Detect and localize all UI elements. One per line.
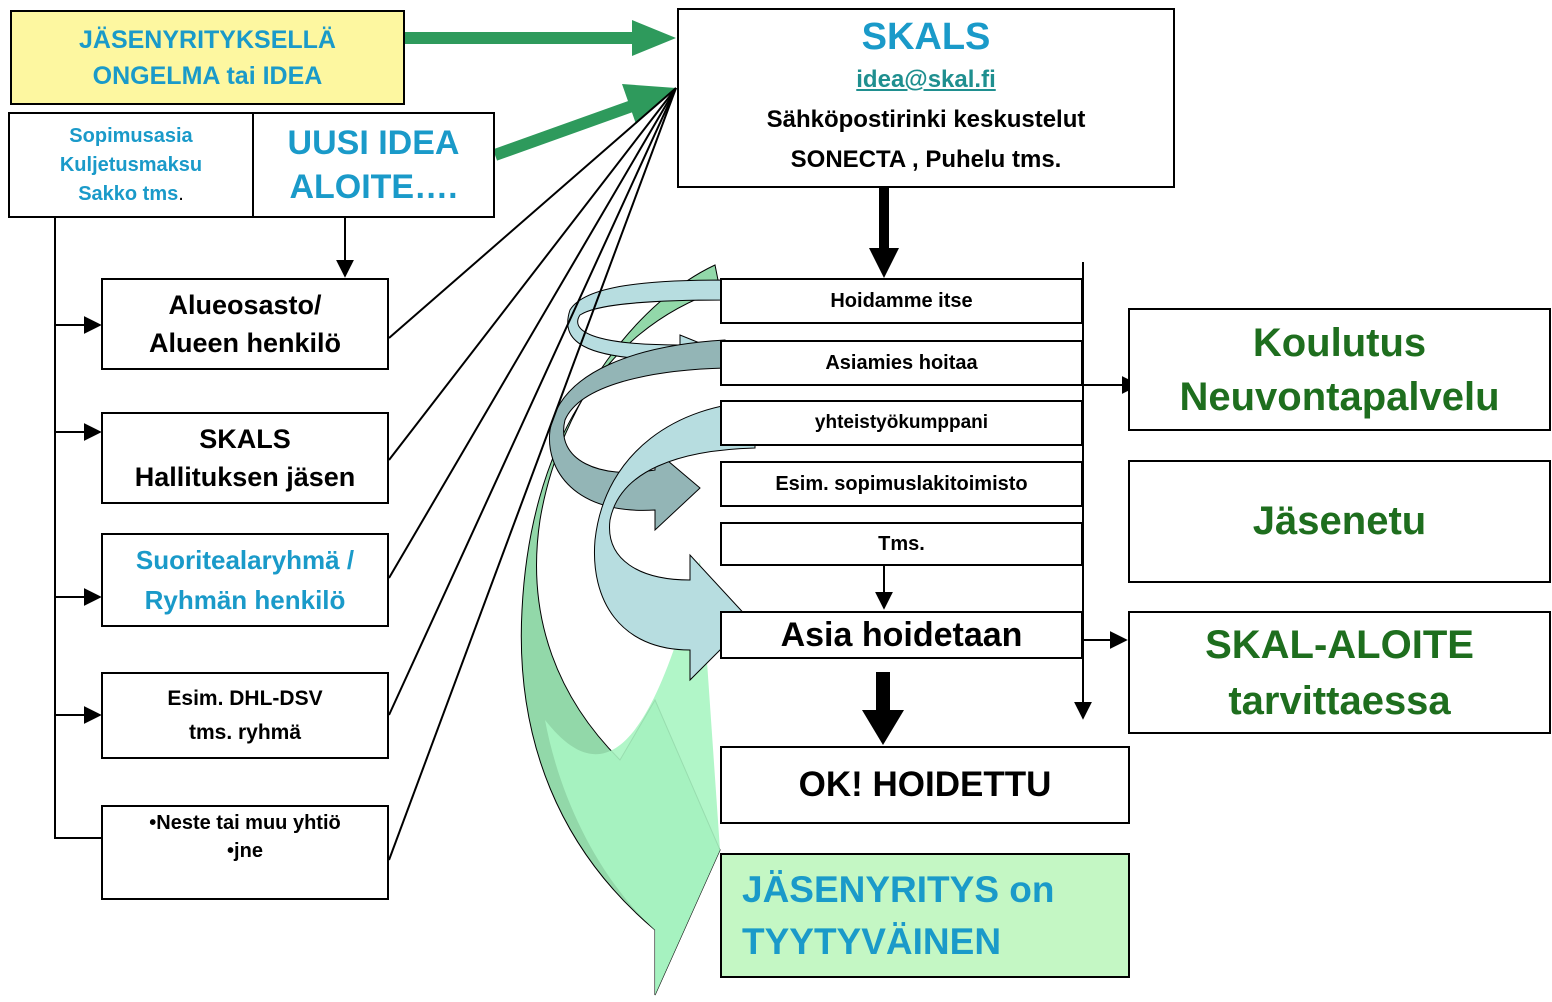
satisfied-line2: TYYTYVÄINEN — [742, 920, 1002, 962]
channel-company-line1: •Neste tai muu yhtiö — [149, 812, 341, 834]
new-idea-box: UUSI IDEA ALOITE…. — [252, 112, 495, 218]
option-law-office-box: Esim. sopimuslakitoimisto — [720, 461, 1083, 507]
channel-company-box: •Neste tai muu yhtiö •jne — [101, 805, 389, 900]
satisfied-line1: JÄSENYRITYS on — [742, 868, 1055, 910]
skals-box: SKALS idea@skal.fi Sähköpostirinki kesku… — [677, 8, 1175, 188]
topics-line1: Sopimusasia — [69, 124, 193, 147]
new-idea-to-skals-arrow — [492, 84, 676, 161]
skals-line3: Sähköpostirinki keskustelut — [766, 106, 1086, 133]
outcome-benefit-box: Jäsenetu — [1128, 460, 1551, 583]
member-problem-idea-box: JÄSENYRITYKSELLÄ ONGELMA tai IDEA — [10, 10, 405, 105]
outcome-benefit-line1: Jäsenetu — [1252, 499, 1427, 543]
handled-label: Asia hoidetaan — [780, 615, 1023, 654]
channel-board-line1: SKALS — [199, 424, 291, 454]
channel-4-to-skals-line — [388, 87, 677, 716]
skals-email-link[interactable]: idea@skal.fi — [856, 66, 996, 93]
channel-3-to-skals-line — [388, 87, 677, 579]
option-agent-box: Asiamies hoitaa — [720, 340, 1083, 386]
ok-box: OK! HOIDETTU — [720, 746, 1130, 824]
satisfied-box: JÄSENYRITYS on TYYTYVÄINEN — [720, 853, 1130, 978]
option-partner-box: yhteistyökumppani — [720, 400, 1083, 446]
channel-company-line2: •jne — [227, 840, 263, 862]
new-idea-line2: ALOITE…. — [289, 168, 458, 206]
big-green-swirl-arrow-highlight — [545, 560, 720, 995]
channel-area-box: Alueosasto/ Alueen henkilö — [101, 278, 389, 370]
outcome-initiative-box: SKAL-ALOITE tarvittaessa — [1128, 611, 1551, 734]
channel-group-box: Suoritealaryhmä / Ryhmän henkilö — [101, 533, 389, 627]
channel-dhl-box: Esim. DHL-DSV tms. ryhmä — [101, 672, 389, 759]
channel-board-line2: Hallituksen jäsen — [134, 462, 356, 492]
handled-box: Asia hoidetaan — [720, 611, 1083, 659]
topics-line2: Kuljetusmaksu — [59, 153, 203, 176]
channel-dhl-line1: Esim. DHL-DSV — [167, 686, 323, 710]
swirl-arrow-2 — [548, 339, 726, 532]
channel-area-line1: Alueosasto/ — [168, 290, 322, 320]
option-own-label: Hoidamme itse — [830, 289, 973, 312]
channel-5-to-skals-line — [388, 87, 677, 861]
channel-group-line2: Ryhmän henkilö — [144, 585, 346, 615]
skals-down-arrow — [869, 188, 899, 278]
topics-line3-period: . — [178, 182, 184, 205]
channel-group-line1: Suoritealaryhmä / — [135, 545, 355, 575]
outcome-initiative-line2: tarvittaessa — [1228, 678, 1451, 723]
option-own-box: Hoidamme itse — [720, 278, 1083, 324]
channel-1-to-skals-line — [388, 87, 677, 339]
outcome-initiative-line1: SKAL-ALOITE — [1205, 622, 1474, 667]
option-etc-box: Tms. — [720, 522, 1083, 566]
idea-to-skals-arrow — [405, 20, 676, 56]
swirl-arrow-3 — [593, 401, 756, 682]
option-etc-label: Tms. — [878, 532, 925, 555]
topics-line3: Sakko tms. — [78, 180, 184, 209]
left-tree-trunk — [54, 218, 102, 839]
ok-label: OK! HOIDETTU — [798, 765, 1052, 804]
skals-title: SKALS — [861, 16, 991, 58]
outcome-training-line2: Neuvontapalvelu — [1179, 374, 1500, 419]
topics-box: Sopimusasia Kuljetusmaksu Sakko tms. — [8, 112, 254, 218]
option-law-office-label: Esim. sopimuslakitoimisto — [775, 472, 1028, 495]
outcome-training-line1: Koulutus — [1252, 320, 1427, 365]
channel-board-box: SKALS Hallituksen jäsen — [101, 412, 389, 504]
skals-line4: SONECTA , Puhelu tms. — [790, 146, 1062, 173]
option-partner-label: yhteistyökumppani — [814, 412, 989, 433]
option-agent-label: Asiamies hoitaa — [825, 351, 978, 374]
channel-area-line2: Alueen henkilö — [148, 328, 342, 358]
idea-box-line1: JÄSENYRITYKSELLÄ — [79, 25, 336, 54]
topics-line3-text: Sakko tms — [78, 182, 179, 205]
idea-box-line2: ONGELMA tai IDEA — [92, 61, 323, 90]
handled-to-ok-arrow — [862, 672, 904, 745]
channel-2-to-skals-line — [388, 87, 677, 461]
channel-dhl-line2: tms. ryhmä — [188, 720, 302, 744]
new-idea-line1: UUSI IDEA — [287, 124, 460, 162]
outcome-training-box: Koulutus Neuvontapalvelu — [1128, 308, 1551, 431]
